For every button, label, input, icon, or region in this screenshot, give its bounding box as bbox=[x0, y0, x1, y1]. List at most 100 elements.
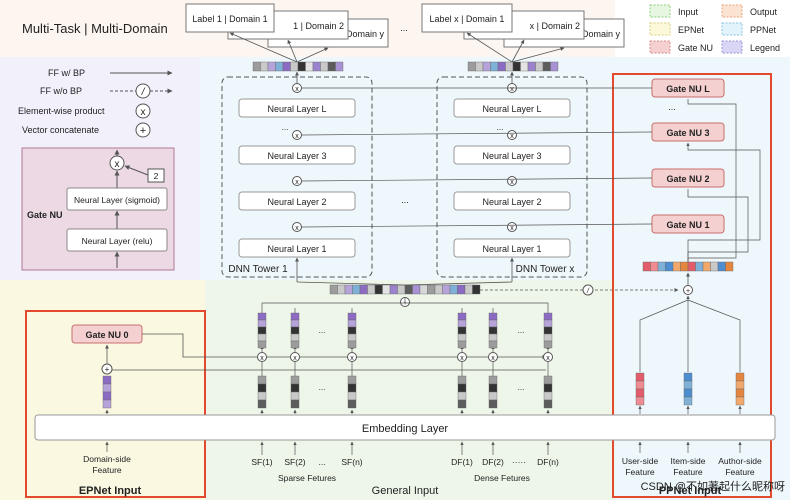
tower-dots: ... bbox=[497, 123, 504, 132]
tower1-top-cell bbox=[335, 61, 344, 72]
dense-col-dots: ... bbox=[518, 326, 525, 335]
dense-feature-label: ····· bbox=[512, 457, 526, 467]
output-label-x-2: x | Domain 2 bbox=[530, 21, 580, 31]
general-input-label: General Input bbox=[372, 485, 439, 497]
epnet-input-label: EPNet Input bbox=[79, 485, 142, 497]
tower-times-glyph: x bbox=[510, 225, 514, 232]
feature-embed-cell bbox=[290, 391, 300, 401]
neural-layer-box bbox=[453, 145, 571, 165]
tower-between-ellipsis: ... bbox=[401, 195, 409, 205]
mid-concat-cell bbox=[359, 284, 368, 295]
feature-embed-cell bbox=[257, 399, 267, 409]
neural-layer-box bbox=[238, 98, 356, 118]
output-ellipsis: ... bbox=[400, 23, 408, 33]
ppnet-concat-cell bbox=[642, 261, 651, 272]
sparse-feature-label: SF(2) bbox=[284, 457, 305, 467]
legend-swatch bbox=[649, 22, 671, 36]
feature-embed-cell bbox=[457, 375, 467, 385]
symbol-legend: FF w/ BP FF w/o BP / Element-wise produc… bbox=[18, 68, 173, 138]
ppnet-feed-3 bbox=[687, 99, 737, 262]
tower-times-icon bbox=[292, 222, 302, 232]
feature-gated-cell bbox=[257, 312, 267, 321]
times-glyph: x bbox=[141, 107, 146, 118]
mid-concat-cell bbox=[427, 284, 436, 295]
ppnet-input-concat: + bbox=[635, 261, 745, 414]
tower-times-glyph: x bbox=[510, 179, 514, 186]
feature-gated-cell bbox=[257, 319, 267, 328]
mid-concat-cell bbox=[419, 284, 428, 295]
legend-label: PPNet bbox=[750, 25, 777, 35]
feature-gated-cell bbox=[347, 319, 357, 328]
tower-times-glyph: x bbox=[295, 86, 299, 93]
domain-side-label-2: Feature bbox=[92, 465, 122, 475]
epnet-plus-glyph: + bbox=[105, 365, 110, 374]
feature-gated-cell bbox=[290, 340, 300, 349]
feature-embed-cell bbox=[290, 375, 300, 385]
dense-feature-label: DF(2) bbox=[482, 457, 504, 467]
ppnet-feature-label-1: Author-side bbox=[718, 456, 762, 466]
tower1-top-cell bbox=[275, 61, 284, 72]
tower-times-icon bbox=[292, 130, 302, 140]
mid-concat-cell bbox=[352, 284, 361, 295]
tower1-top-cell bbox=[305, 61, 314, 72]
ppnet-concat-cell bbox=[710, 261, 719, 272]
feature-gated-cell bbox=[488, 340, 498, 349]
legend-label: Input bbox=[678, 7, 699, 17]
ppnet-feature-cell bbox=[635, 396, 645, 406]
ppnet-outline bbox=[612, 73, 772, 498]
feature-embed-cell bbox=[488, 391, 498, 401]
mid-concat-cell bbox=[449, 284, 458, 295]
mid-concat-cell bbox=[434, 284, 443, 295]
elementwise-label: Element-wise product bbox=[18, 106, 105, 116]
ppnet-concat-cell bbox=[665, 261, 674, 272]
feature-embed-cell bbox=[290, 399, 300, 409]
feature-gated-cell bbox=[488, 312, 498, 321]
output-box-1-1 bbox=[185, 3, 275, 33]
neural-layer-label: Neural Layer 3 bbox=[482, 151, 541, 161]
feature-embed-cell bbox=[488, 383, 498, 393]
feature-embed-cell bbox=[543, 383, 553, 393]
mid-concat-cell bbox=[374, 284, 383, 295]
feature-times-glyph: x bbox=[460, 355, 464, 362]
detail-times-glyph: x bbox=[115, 159, 120, 170]
dense-group-label: Dense Fetures bbox=[474, 473, 530, 483]
ppnet-feed-2 bbox=[687, 189, 749, 262]
ppnet-feature-label-2: Feature bbox=[625, 467, 655, 477]
mid-concat-cell bbox=[442, 284, 451, 295]
feature-embed-cell bbox=[488, 375, 498, 385]
ppnet-input-label: PPNet Input bbox=[659, 485, 722, 497]
feature-times-glyph: x bbox=[491, 355, 495, 362]
ppnet-feature-cell bbox=[683, 388, 693, 398]
embedding-layer bbox=[34, 414, 776, 441]
ff-bp-label: FF w/ BP bbox=[48, 68, 85, 78]
output-stack-x: x | Domain y x | Domain 2 Label x | Doma… bbox=[421, 3, 625, 48]
tower-times-glyph: x bbox=[295, 225, 299, 232]
tower1-top-cell bbox=[297, 61, 306, 72]
towerx-top-cell bbox=[512, 61, 521, 72]
feature-embed-cell bbox=[543, 399, 553, 409]
legend-label: EPNet bbox=[678, 25, 705, 35]
feature-gated-cell bbox=[543, 340, 553, 349]
tower-name-label: DNN Tower 1 bbox=[228, 264, 288, 275]
feature-gated-cell bbox=[290, 312, 300, 321]
feature-embed-cell bbox=[290, 383, 300, 393]
ppnet-merge-3 bbox=[687, 299, 741, 340]
feature-gated-cell bbox=[290, 326, 300, 335]
feature-embed-cell bbox=[257, 375, 267, 385]
tower-times-icon bbox=[507, 222, 517, 232]
mid-to-towerx bbox=[404, 281, 513, 286]
sparse-feature-label: ... bbox=[318, 457, 325, 467]
feature-gated-cell bbox=[543, 326, 553, 335]
ppnet-concat-cell bbox=[650, 261, 659, 272]
gate-to-tower1 bbox=[301, 131, 653, 136]
tower-times-glyph: x bbox=[510, 86, 514, 93]
tower1-top-cell bbox=[267, 61, 276, 72]
times-symbol-icon bbox=[135, 103, 151, 119]
mid-concat-cell bbox=[344, 284, 353, 295]
tower-times-icon bbox=[507, 130, 517, 140]
domain-vec-cell bbox=[102, 383, 112, 393]
ppnet-concat-cell bbox=[687, 261, 696, 272]
feature-gated-cell bbox=[488, 326, 498, 335]
